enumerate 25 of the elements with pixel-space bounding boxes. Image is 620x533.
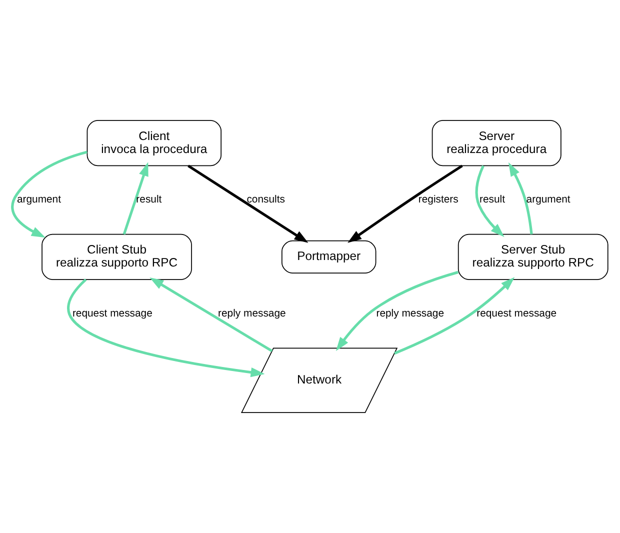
- arrow: [11, 150, 88, 238]
- arrow: [67, 278, 265, 378]
- node-box: Server Stub realizza supporto RPC: [458, 234, 608, 280]
- node-box: Client Stub realizza supporto RPC: [42, 234, 192, 280]
- edge-label: result: [480, 194, 506, 206]
- edge-label: result: [136, 194, 162, 206]
- edge-label: reply message: [376, 308, 444, 320]
- arrow: [394, 277, 515, 355]
- edge-label: consults: [246, 194, 285, 206]
- edge-label: registers: [418, 194, 458, 206]
- edge-label: argument: [526, 194, 570, 206]
- arrow: [508, 162, 533, 234]
- arrow: [348, 164, 463, 243]
- edge-label: reply message: [218, 308, 286, 320]
- edge-label: request message: [476, 308, 557, 320]
- node-box: Server realizza procedura: [432, 120, 562, 166]
- arrow: [122, 162, 148, 235]
- arrow: [150, 278, 273, 352]
- edge-label: argument: [16, 194, 62, 206]
- arrow: [475, 165, 504, 238]
- edge-label: request message: [72, 308, 152, 320]
- node-box: Client invoca la procedura: [86, 120, 222, 166]
- arrow: [188, 164, 308, 243]
- arrow: [336, 270, 458, 352]
- node-box: Portmapper: [282, 240, 376, 274]
